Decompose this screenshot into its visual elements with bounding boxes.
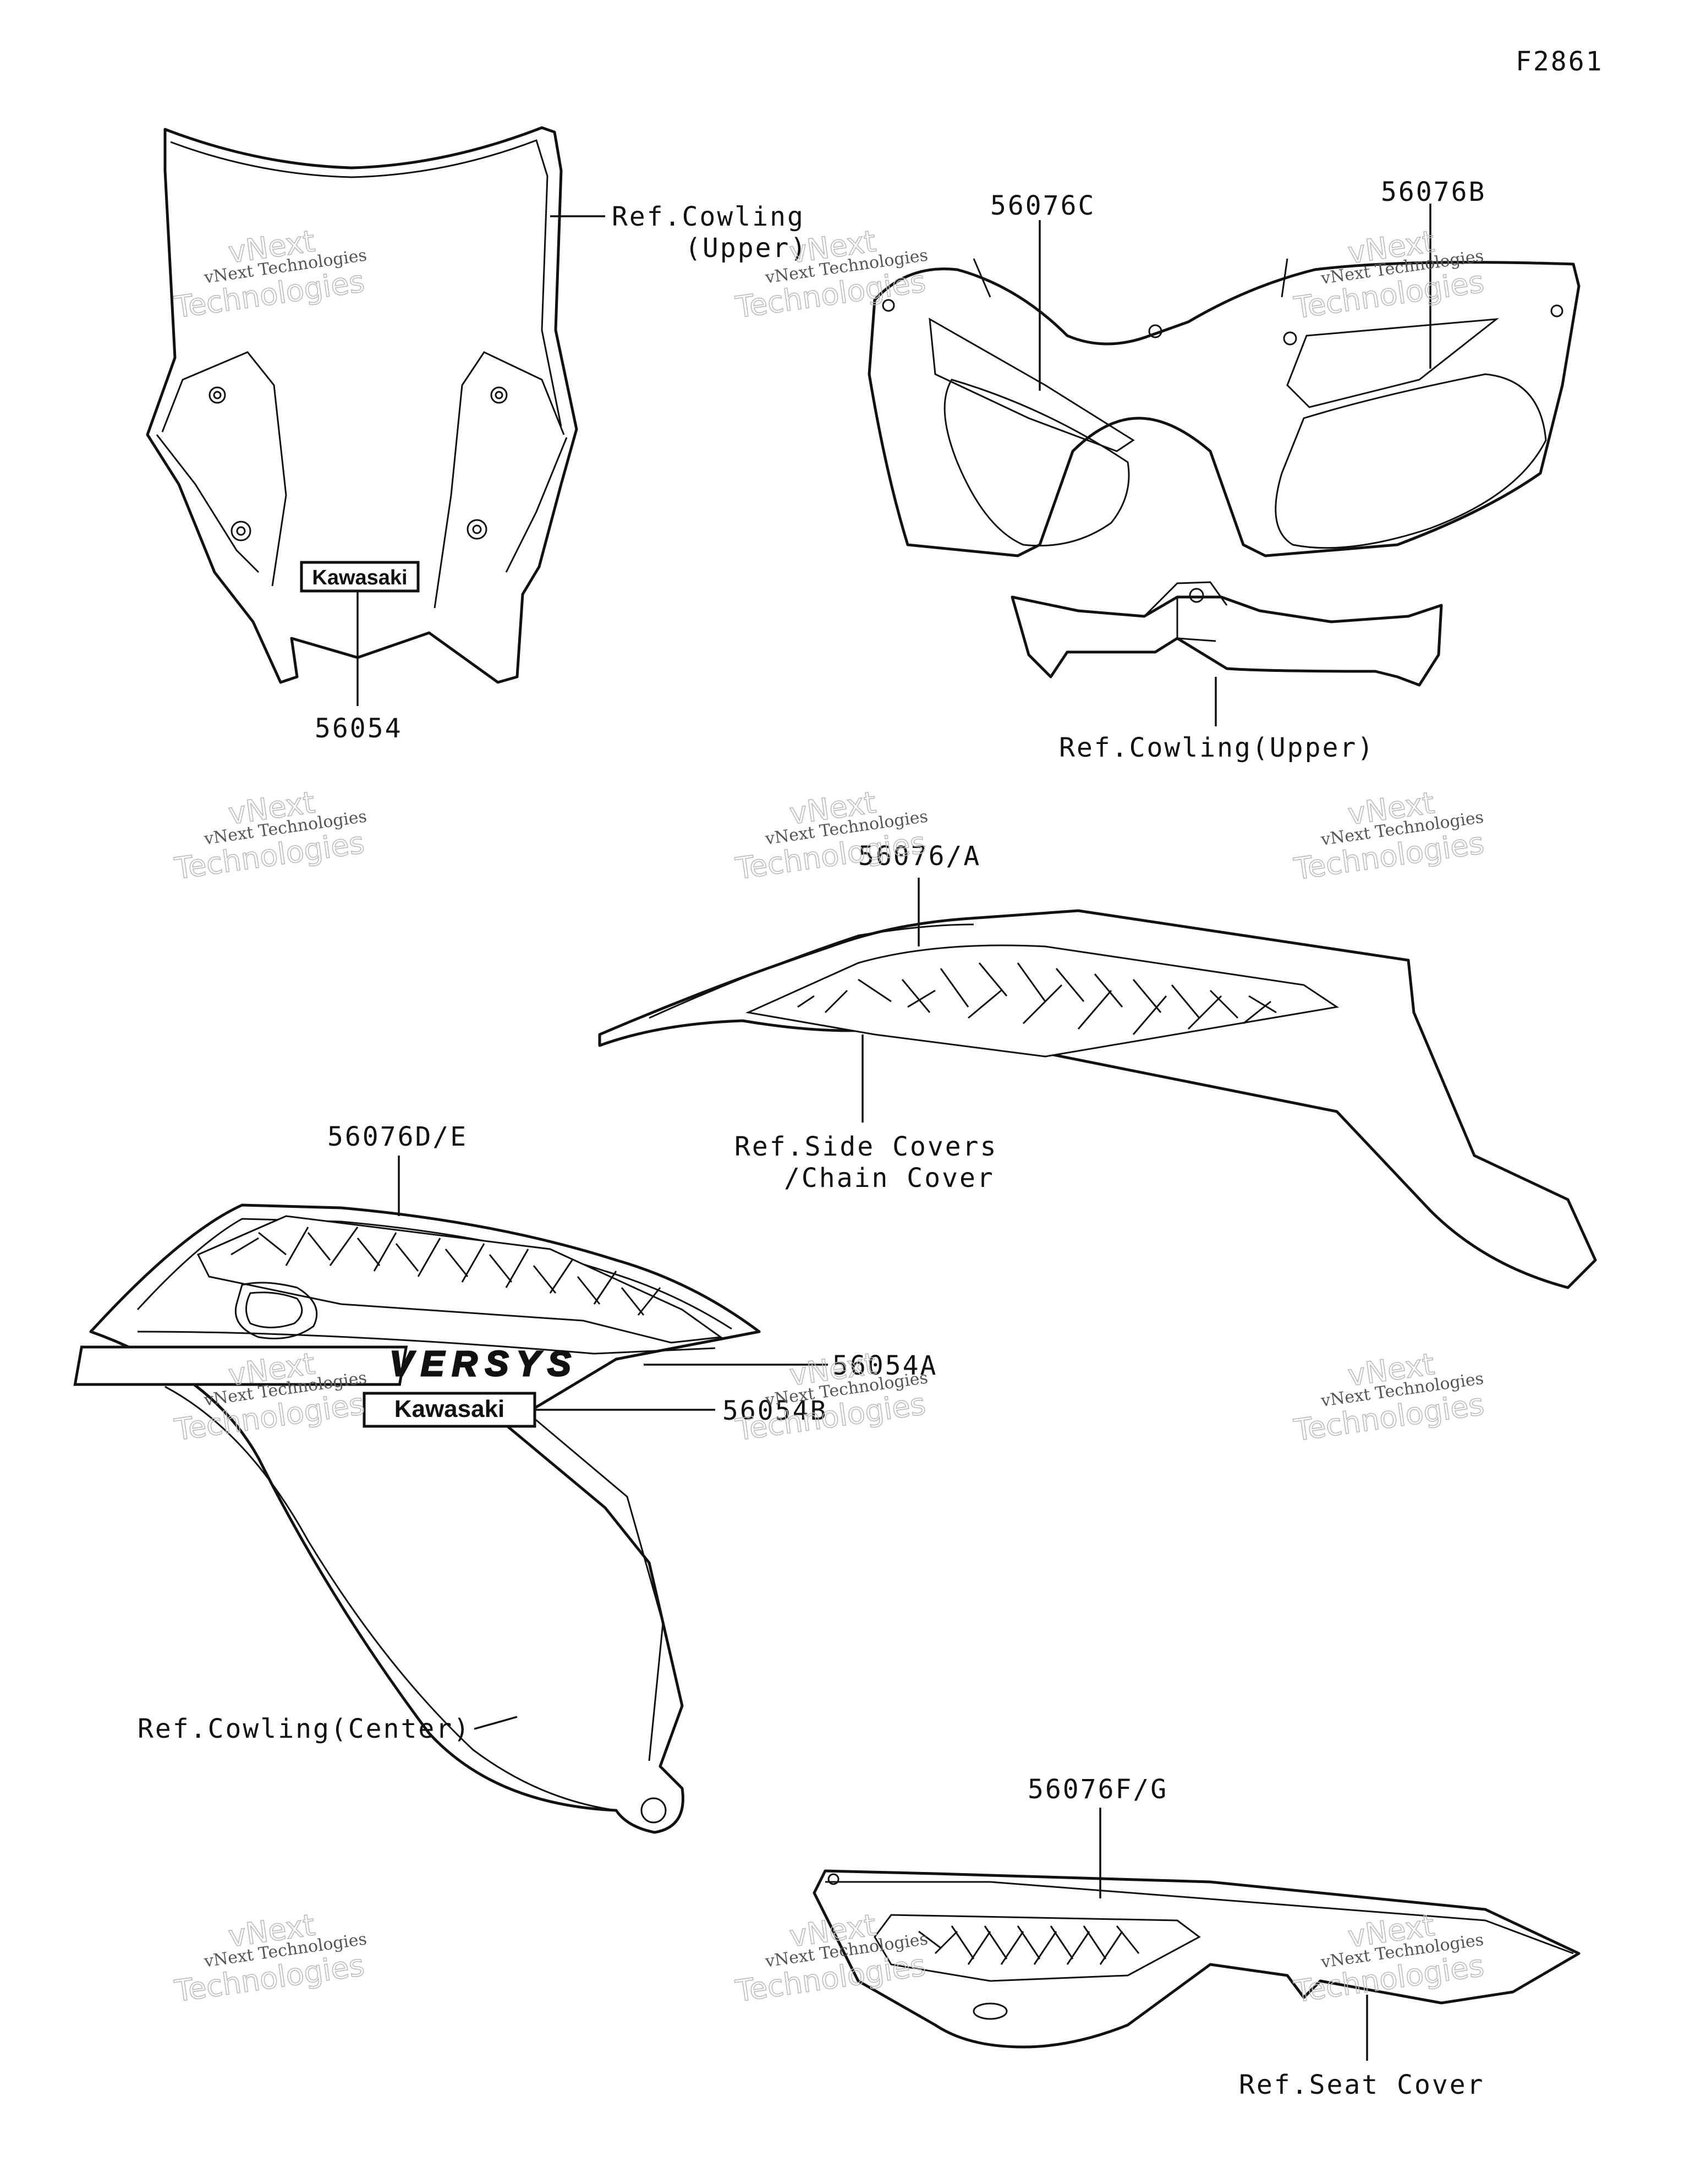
seat-cover[interactable] <box>813 1869 1581 2049</box>
watermark-10: Technologies vNext vNext Technologies <box>172 1907 368 2010</box>
watermark-12: Technologies vNext vNext Technologies <box>1291 1907 1486 2010</box>
upper-ref-label: Ref.Cowling(Upper) <box>1059 732 1375 763</box>
side-cover-ref-label-2: /Chain Cover <box>784 1163 995 1194</box>
upper-cowling[interactable] <box>868 258 1581 687</box>
versys-wordmark: VERSYS <box>389 1344 579 1383</box>
windshield[interactable] <box>146 126 578 684</box>
kawasaki-wordmark: Kawasaki <box>312 566 407 589</box>
side-cover-ref-label: Ref.Side Covers <box>734 1131 997 1162</box>
windshield-ref-label: Ref.Cowling <box>612 201 805 232</box>
callout-56076fg: 56076F/G <box>1028 1774 1168 1805</box>
center-ref-leader <box>474 1716 518 1730</box>
watermark-11: Technologies vNext vNext Technologies <box>733 1907 929 2010</box>
center-kawasaki-decal[interactable]: Kawasaki <box>363 1392 536 1428</box>
watermark-6: Technologies vNext vNext Technologies <box>1291 785 1486 887</box>
watermark-4: Technologies vNext vNext Technologies <box>172 785 368 887</box>
callout-56076b: 56076B <box>1381 177 1486 207</box>
windshield-ref-label-2: (Upper) <box>685 233 808 264</box>
seat-ref-label: Ref.Seat Cover <box>1239 2070 1485 2100</box>
kawasaki-wordmark-2: Kawasaki <box>394 1395 505 1422</box>
figure-number: F2861 <box>1516 46 1604 77</box>
side-cover[interactable] <box>598 909 1597 1289</box>
center-ref-label: Ref.Cowling(Center) <box>138 1714 471 1744</box>
callout-56054: 56054 <box>315 713 403 744</box>
windshield-kawasaki-decal[interactable]: Kawasaki <box>300 561 420 593</box>
callout-56076a: 56076/A <box>858 841 981 872</box>
versys-decal[interactable]: VERSYS <box>73 1343 579 1386</box>
watermark-5: Technologies vNext vNext Technologies <box>733 785 929 887</box>
callout-56054b: 56054B <box>722 1395 827 1426</box>
callout-56076de: 56076D/E <box>327 1121 468 1152</box>
callout-56054a: 56054A <box>832 1350 937 1381</box>
watermark-9: Technologies vNext vNext Technologies <box>1291 1346 1486 1448</box>
callout-56076c: 56076C <box>990 190 1095 221</box>
